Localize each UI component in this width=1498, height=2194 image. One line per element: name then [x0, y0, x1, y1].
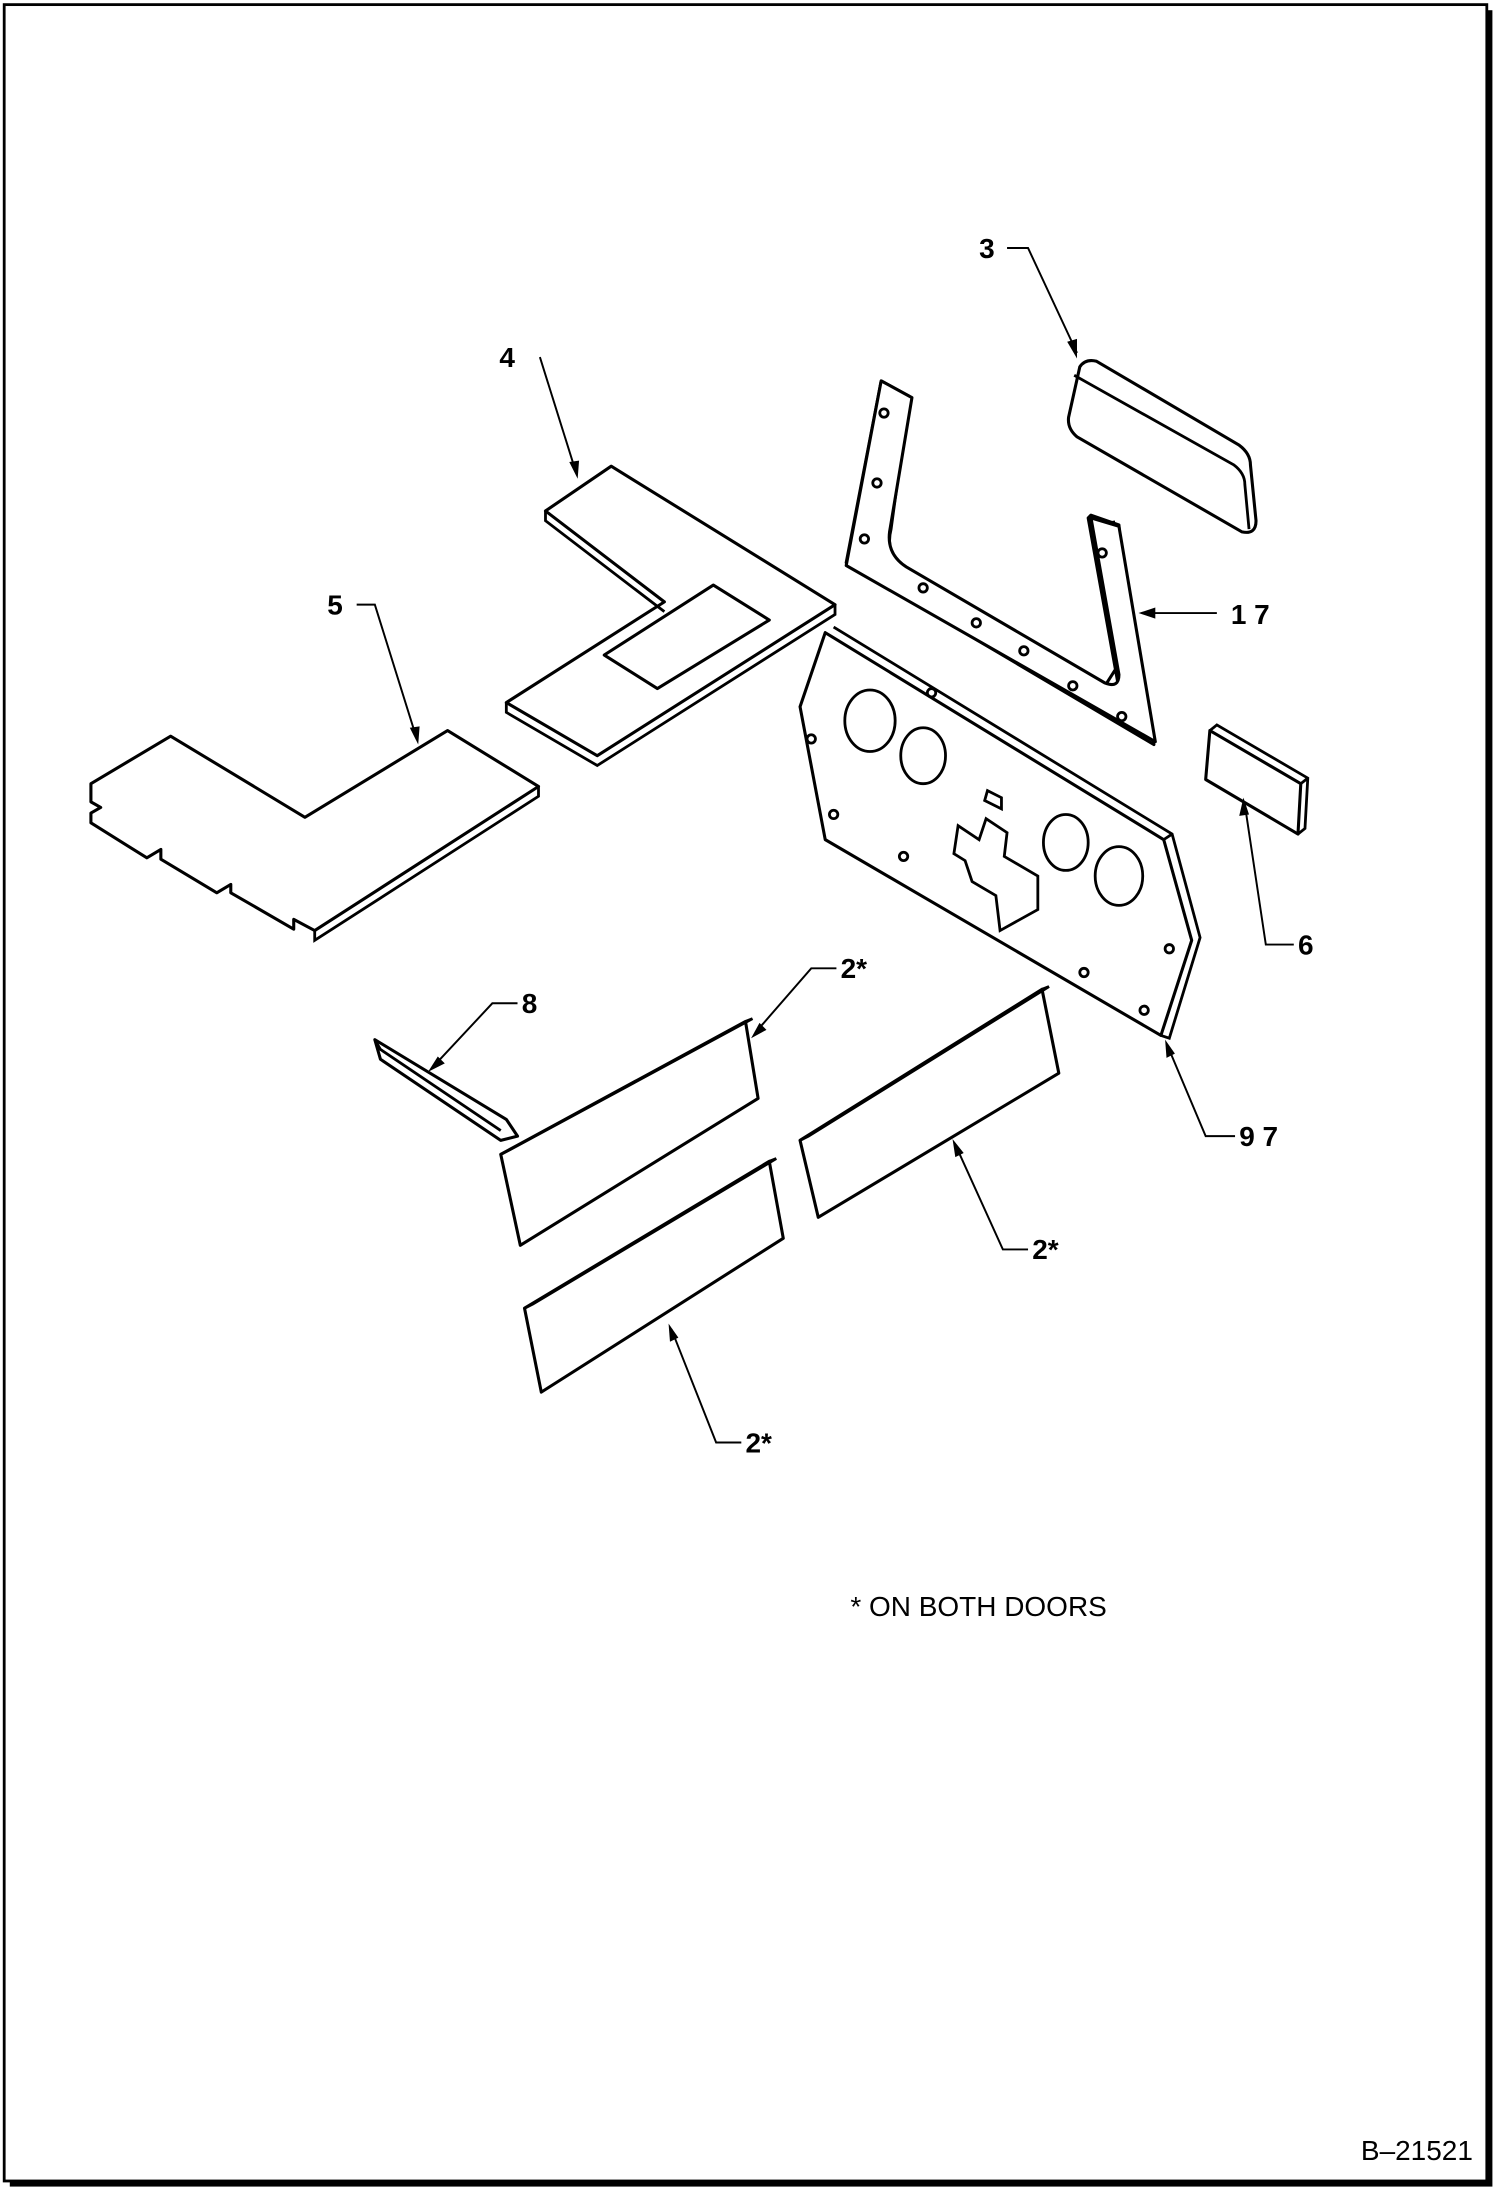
part-17-frame [844, 379, 1157, 747]
figure-id: B–21521 [1361, 2135, 1473, 2166]
callout-97: 9 7 [1239, 1121, 1278, 1152]
part-2-panel-top [499, 1017, 760, 1247]
callout-8: 8 [522, 988, 538, 1019]
footnote: * ON BOTH DOORS [850, 1591, 1106, 1622]
part-4-plate [504, 464, 837, 768]
callout-3: 3 [979, 233, 995, 264]
callout-6: 6 [1298, 929, 1314, 960]
callout-5: 5 [327, 589, 343, 620]
part-6-block [1204, 723, 1310, 836]
leader-lines [356, 247, 1294, 1444]
part-2-panel-right [798, 985, 1061, 1219]
part-3-pad [1066, 359, 1258, 534]
part-5-plate [89, 729, 541, 943]
callout-2-bottom: 2* [746, 1427, 773, 1458]
callout-2-top: 2* [841, 953, 868, 984]
callout-2-right: 2* [1032, 1234, 1059, 1265]
part-97-panel [798, 625, 1202, 1041]
part-8-strip [373, 1038, 520, 1142]
part-2-panel-bottom [522, 1157, 785, 1394]
callout-17: 1 7 [1231, 599, 1270, 630]
callout-4: 4 [499, 342, 515, 373]
